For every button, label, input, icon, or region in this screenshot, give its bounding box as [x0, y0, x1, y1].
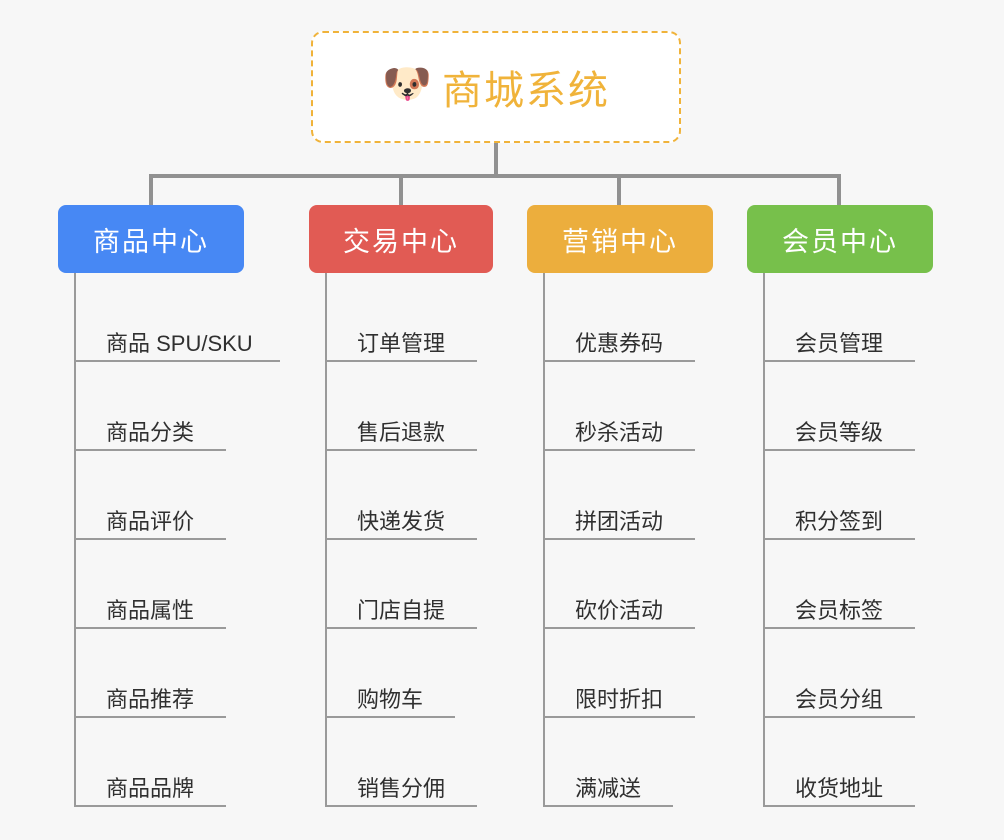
- leaf-underline: [76, 805, 226, 807]
- list-item[interactable]: 拼团活动: [545, 451, 713, 540]
- leaf-list-product-center: 商品 SPU/SKU 商品分类 商品评价 商品属性 商品推荐 商品品牌: [74, 273, 280, 807]
- leaf-underline: [545, 627, 695, 629]
- leaf-label: 商品 SPU/SKU: [106, 330, 253, 356]
- category-label: 交易中心: [343, 226, 459, 257]
- category-label: 商品中心: [93, 226, 209, 257]
- leaf-underline: [76, 716, 226, 718]
- leaf-underline: [765, 538, 915, 540]
- leaf-underline: [765, 805, 915, 807]
- list-item[interactable]: 收货地址: [765, 718, 933, 807]
- leaf-label: 限时折扣: [575, 686, 664, 712]
- leaf-underline: [765, 449, 915, 451]
- leaf-underline: [327, 627, 477, 629]
- leaf-label: 购物车: [357, 686, 424, 712]
- leaf-label: 收货地址: [795, 775, 884, 801]
- leaf-underline: [327, 716, 455, 718]
- leaf-underline: [545, 538, 695, 540]
- leaf-underline: [545, 805, 673, 807]
- connector-drop-product-center: [149, 174, 153, 205]
- leaf-label: 积分签到: [795, 508, 884, 534]
- category-node-marketing-center[interactable]: 营销中心: [527, 205, 713, 273]
- list-item[interactable]: 商品 SPU/SKU: [76, 273, 280, 362]
- list-item[interactable]: 商品分类: [76, 362, 261, 451]
- leaf-label: 会员分组: [795, 686, 884, 712]
- leaf-label: 门店自提: [357, 597, 446, 623]
- list-item[interactable]: 商品评价: [76, 451, 261, 540]
- column-marketing-center: 营销中心 优惠券码 秒杀活动 拼团活动 砍价活动 限时折扣: [527, 205, 713, 807]
- leaf-label: 售后退款: [357, 419, 446, 445]
- leaf-list-member-center: 会员管理 会员等级 积分签到 会员标签 会员分组 收货地址: [763, 273, 933, 807]
- leaf-underline: [765, 716, 915, 718]
- category-node-member-center[interactable]: 会员中心: [747, 205, 933, 273]
- list-item[interactable]: 商品属性: [76, 540, 261, 629]
- leaf-label: 优惠券码: [575, 330, 664, 356]
- leaf-underline: [327, 360, 477, 362]
- connector-drop-marketing-center: [617, 174, 621, 205]
- list-item[interactable]: 售后退款: [327, 362, 493, 451]
- leaf-label: 商品品牌: [106, 775, 195, 801]
- root-node-title: 商城系统: [442, 69, 610, 113]
- list-item[interactable]: 优惠券码: [545, 273, 713, 362]
- leaf-label: 商品分类: [106, 419, 195, 445]
- leaf-underline: [76, 360, 280, 362]
- leaf-underline: [765, 360, 915, 362]
- list-item[interactable]: 商品品牌: [76, 718, 261, 807]
- leaf-underline: [545, 716, 695, 718]
- root-node[interactable]: 🐶 商城系统: [311, 31, 681, 143]
- list-item[interactable]: 会员等级: [765, 362, 933, 451]
- shiba-dog-icon: 🐶: [382, 62, 432, 106]
- leaf-underline: [327, 449, 477, 451]
- list-item[interactable]: 满减送: [545, 718, 713, 807]
- leaf-label: 秒杀活动: [575, 419, 664, 445]
- leaf-label: 会员等级: [795, 419, 884, 445]
- leaf-label: 销售分佣: [357, 775, 446, 801]
- leaf-label: 快递发货: [357, 508, 446, 534]
- leaf-list-marketing-center: 优惠券码 秒杀活动 拼团活动 砍价活动 限时折扣 满减送: [543, 273, 713, 807]
- category-node-product-center[interactable]: 商品中心: [58, 205, 244, 273]
- list-item[interactable]: 门店自提: [327, 540, 493, 629]
- list-item[interactable]: 砍价活动: [545, 540, 713, 629]
- connector-root-stem: [494, 143, 498, 177]
- leaf-label: 订单管理: [357, 330, 446, 356]
- connector-drop-trade-center: [399, 174, 403, 205]
- list-item[interactable]: 会员标签: [765, 540, 933, 629]
- list-item[interactable]: 商品推荐: [76, 629, 261, 718]
- list-item[interactable]: 会员分组: [765, 629, 933, 718]
- leaf-label: 商品属性: [106, 597, 195, 623]
- leaf-underline: [545, 449, 695, 451]
- connector-drop-member-center: [837, 174, 841, 205]
- column-product-center: 商品中心 商品 SPU/SKU 商品分类 商品评价 商品属性 商品推荐: [58, 205, 280, 807]
- column-member-center: 会员中心 会员管理 会员等级 积分签到 会员标签 会员分组: [747, 205, 933, 807]
- leaf-underline: [76, 449, 226, 451]
- column-trade-center: 交易中心 订单管理 售后退款 快递发货 门店自提 购物车: [309, 205, 493, 807]
- list-item[interactable]: 会员管理: [765, 273, 933, 362]
- leaf-label: 满减送: [575, 775, 642, 801]
- list-item[interactable]: 购物车: [327, 629, 493, 718]
- category-label: 营销中心: [562, 226, 678, 257]
- list-item[interactable]: 订单管理: [327, 273, 493, 362]
- leaf-underline: [545, 360, 695, 362]
- list-item[interactable]: 快递发货: [327, 451, 493, 540]
- category-label: 会员中心: [782, 226, 898, 257]
- list-item[interactable]: 积分签到: [765, 451, 933, 540]
- leaf-label: 商品评价: [106, 508, 195, 534]
- leaf-underline: [327, 805, 477, 807]
- category-node-trade-center[interactable]: 交易中心: [309, 205, 493, 273]
- leaf-underline: [327, 538, 477, 540]
- leaf-underline: [76, 538, 226, 540]
- leaf-label: 会员标签: [795, 597, 884, 623]
- leaf-underline: [765, 627, 915, 629]
- leaf-label: 拼团活动: [575, 508, 664, 534]
- leaf-label: 会员管理: [795, 330, 884, 356]
- connector-horizontal-bus: [149, 174, 841, 178]
- leaf-list-trade-center: 订单管理 售后退款 快递发货 门店自提 购物车 销售分佣: [325, 273, 493, 807]
- list-item[interactable]: 限时折扣: [545, 629, 713, 718]
- leaf-label: 砍价活动: [575, 597, 664, 623]
- leaf-label: 商品推荐: [106, 686, 195, 712]
- list-item[interactable]: 销售分佣: [327, 718, 493, 807]
- list-item[interactable]: 秒杀活动: [545, 362, 713, 451]
- leaf-underline: [76, 627, 226, 629]
